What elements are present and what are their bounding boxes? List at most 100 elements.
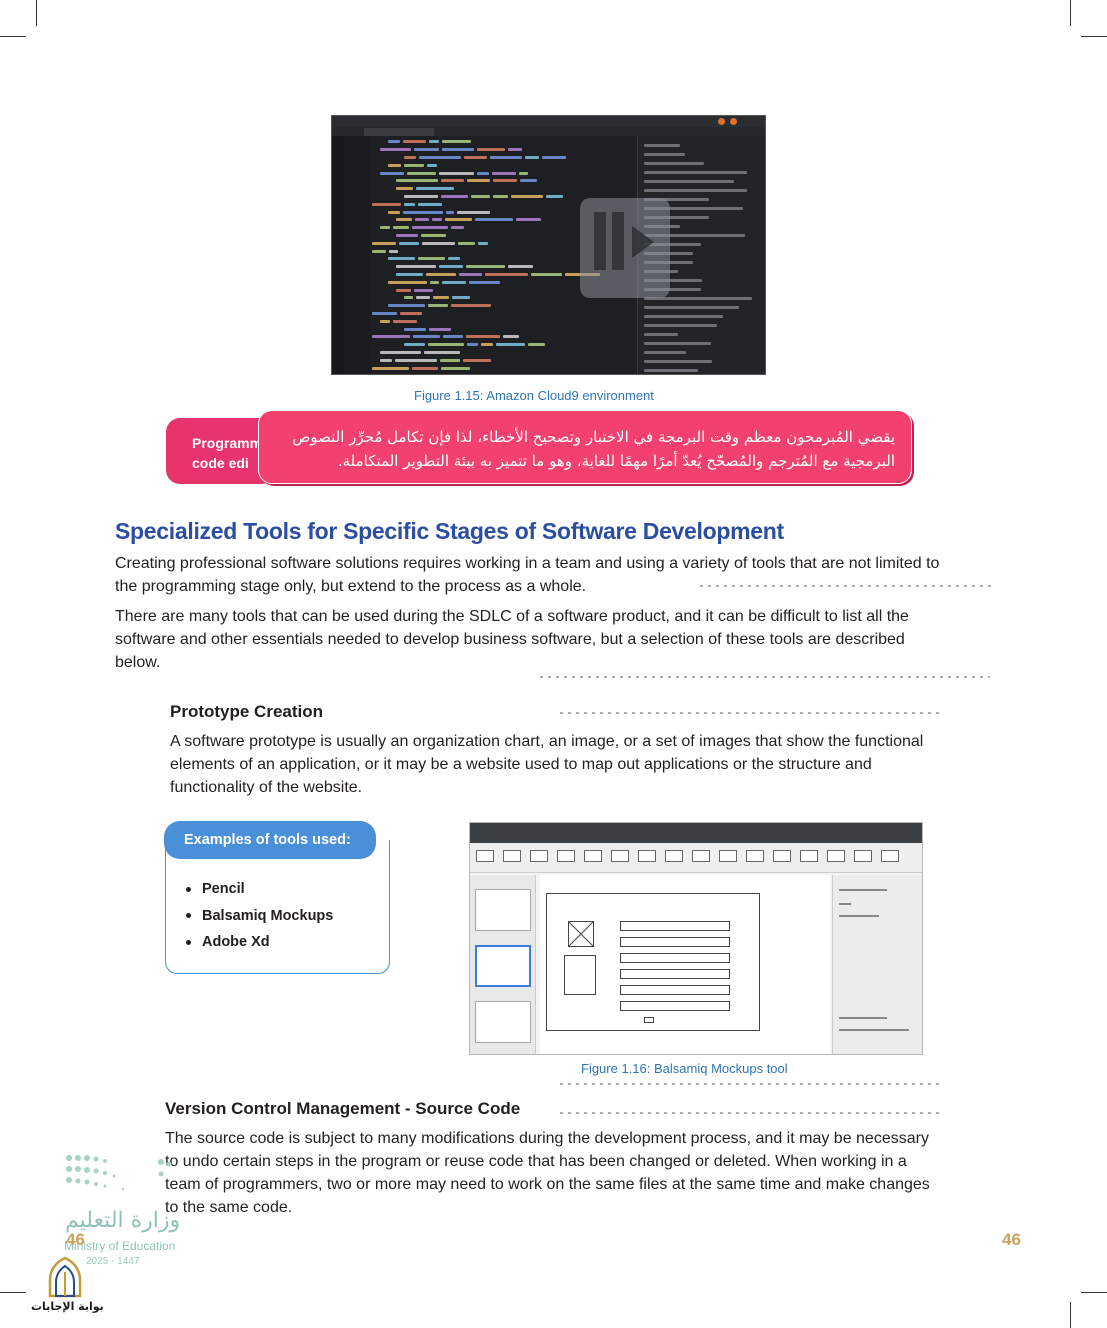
- wireframe-field: [620, 985, 730, 995]
- balsamiq-titlebar: [470, 823, 922, 843]
- answers-gate-logo-icon: [48, 1256, 82, 1298]
- tools-heading: Examples of tools used:: [164, 821, 376, 859]
- pane-text-line: [644, 288, 701, 291]
- code-line: [372, 169, 632, 177]
- code-line: [372, 185, 632, 193]
- version-control-paragraph: The source code is subject to many modif…: [165, 1130, 930, 1216]
- toolbar-widget-icon: [530, 850, 548, 862]
- bullet-icon: [186, 913, 191, 919]
- tool-name: Adobe Xd: [202, 934, 270, 951]
- pane-text-line: [644, 324, 717, 327]
- wireframe-field: [620, 953, 730, 963]
- prototype-title: Prototype Creation: [170, 702, 324, 721]
- ministry-year: 2025 - 1447: [86, 1256, 140, 1267]
- ide-menubar: [332, 116, 765, 127]
- code-line: [372, 247, 632, 255]
- code-line: [372, 208, 632, 216]
- code-line: [372, 341, 632, 349]
- wireframe-field: [620, 921, 730, 931]
- pane-text-line: [644, 180, 734, 183]
- bleed-through-mark: [540, 676, 990, 678]
- ide-status-dot: [718, 118, 725, 125]
- mockup-thumbnail: [475, 945, 531, 987]
- code-line: [372, 200, 632, 208]
- tool-name: Balsamiq Mockups: [202, 907, 334, 924]
- crop-mark: [1081, 36, 1107, 37]
- bleed-through-mark: [560, 1083, 940, 1085]
- code-line: [372, 286, 632, 294]
- code-line: [372, 325, 632, 333]
- tools-list: Pencil Balsamiq Mockups Adobe Xd: [186, 876, 333, 956]
- page-number-right: 46: [1002, 1230, 1021, 1249]
- code-line: [372, 294, 632, 302]
- crop-mark: [1070, 0, 1071, 26]
- toolbar-widget-icon: [638, 850, 656, 862]
- code-line: [372, 278, 632, 286]
- pane-text-line: [644, 351, 686, 354]
- balsamiq-toolbar: [470, 843, 922, 873]
- code-line: [372, 232, 632, 240]
- toolbar-widget-icon: [746, 850, 764, 862]
- code-line: [372, 263, 632, 271]
- pane-text-line: [644, 171, 747, 174]
- toolbar-widget-icon: [719, 850, 737, 862]
- code-line: [372, 317, 632, 325]
- figure-caption: Figure 1.16: Balsamiq Mockups tool: [581, 1061, 788, 1076]
- toolbar-widget-icon: [665, 850, 683, 862]
- pane-text-line: [644, 333, 678, 336]
- ide-code-editor: [372, 138, 632, 374]
- section-paragraph-1: Creating professional software solutions…: [115, 555, 940, 595]
- section-title: Specialized Tools for Specific Stages of…: [115, 518, 784, 544]
- toolbar-widget-icon: [503, 850, 521, 862]
- toolbar-widget-icon: [692, 850, 710, 862]
- code-line: [372, 255, 632, 263]
- toolbar-widget-icon: [557, 850, 575, 862]
- wireframe-field: [620, 969, 730, 979]
- balsamiq-canvas: [540, 875, 830, 1054]
- arabic-note-card: يقضي المُبرمجون معظم وقت البرمجة في الاخ…: [258, 410, 912, 484]
- toolbar-widget-icon: [800, 850, 818, 862]
- code-line: [372, 216, 632, 224]
- bleed-through-mark: [560, 712, 940, 714]
- pane-text-line: [644, 315, 723, 318]
- ide-line-gutter: [344, 136, 370, 374]
- wireframe-field: [620, 1001, 730, 1011]
- balsamiq-page-list: [470, 875, 536, 1054]
- prototype-paragraph: A software prototype is usually an organ…: [170, 733, 924, 796]
- arabic-note-line: البرمجية مع المُترجم والمُصحّح يُعدّ أمر…: [337, 452, 895, 470]
- bleed-through-mark: [560, 1112, 940, 1114]
- list-item: Adobe Xd: [186, 929, 333, 956]
- answers-gate-label: بوابة الإجابات: [31, 1300, 104, 1313]
- figure-caption: Figure 1.15: Amazon Cloud9 environment: [414, 388, 654, 403]
- crop-mark: [1081, 1292, 1107, 1293]
- english-note-card: Programm code edi: [166, 418, 276, 484]
- pane-text-line: [644, 279, 702, 282]
- wireframe-image-placeholder: [568, 921, 594, 947]
- pane-text-line: [644, 153, 685, 156]
- pane-text-line: [644, 297, 752, 300]
- bullet-icon: [186, 886, 191, 892]
- pane-text-line: [644, 369, 698, 372]
- code-line: [372, 224, 632, 232]
- pane-text-line: [644, 198, 709, 201]
- bullet-icon: [186, 939, 191, 945]
- wireframe-sidebar: [564, 955, 596, 995]
- code-line: [372, 364, 632, 372]
- ide-sidebar: [332, 136, 344, 374]
- balsamiq-screenshot: [469, 822, 923, 1055]
- english-note-line: Programm: [192, 435, 263, 451]
- ministry-logo-english: Ministry of Education: [64, 1239, 176, 1253]
- toolbar-widget-icon: [611, 850, 629, 862]
- code-line: [372, 239, 632, 247]
- toolbar-widget-icon: [881, 850, 899, 862]
- mockup-thumbnail: [475, 1001, 531, 1043]
- crop-mark: [1070, 1302, 1071, 1328]
- pane-text-line: [644, 189, 747, 192]
- pane-text-line: [644, 360, 712, 363]
- pane-text-line: [644, 162, 704, 165]
- pane-text-line: [644, 342, 711, 345]
- ide-status-dot: [730, 118, 737, 125]
- list-item: Pencil: [186, 876, 333, 903]
- wireframe-field: [620, 937, 730, 947]
- bleed-through-mark: [700, 585, 995, 587]
